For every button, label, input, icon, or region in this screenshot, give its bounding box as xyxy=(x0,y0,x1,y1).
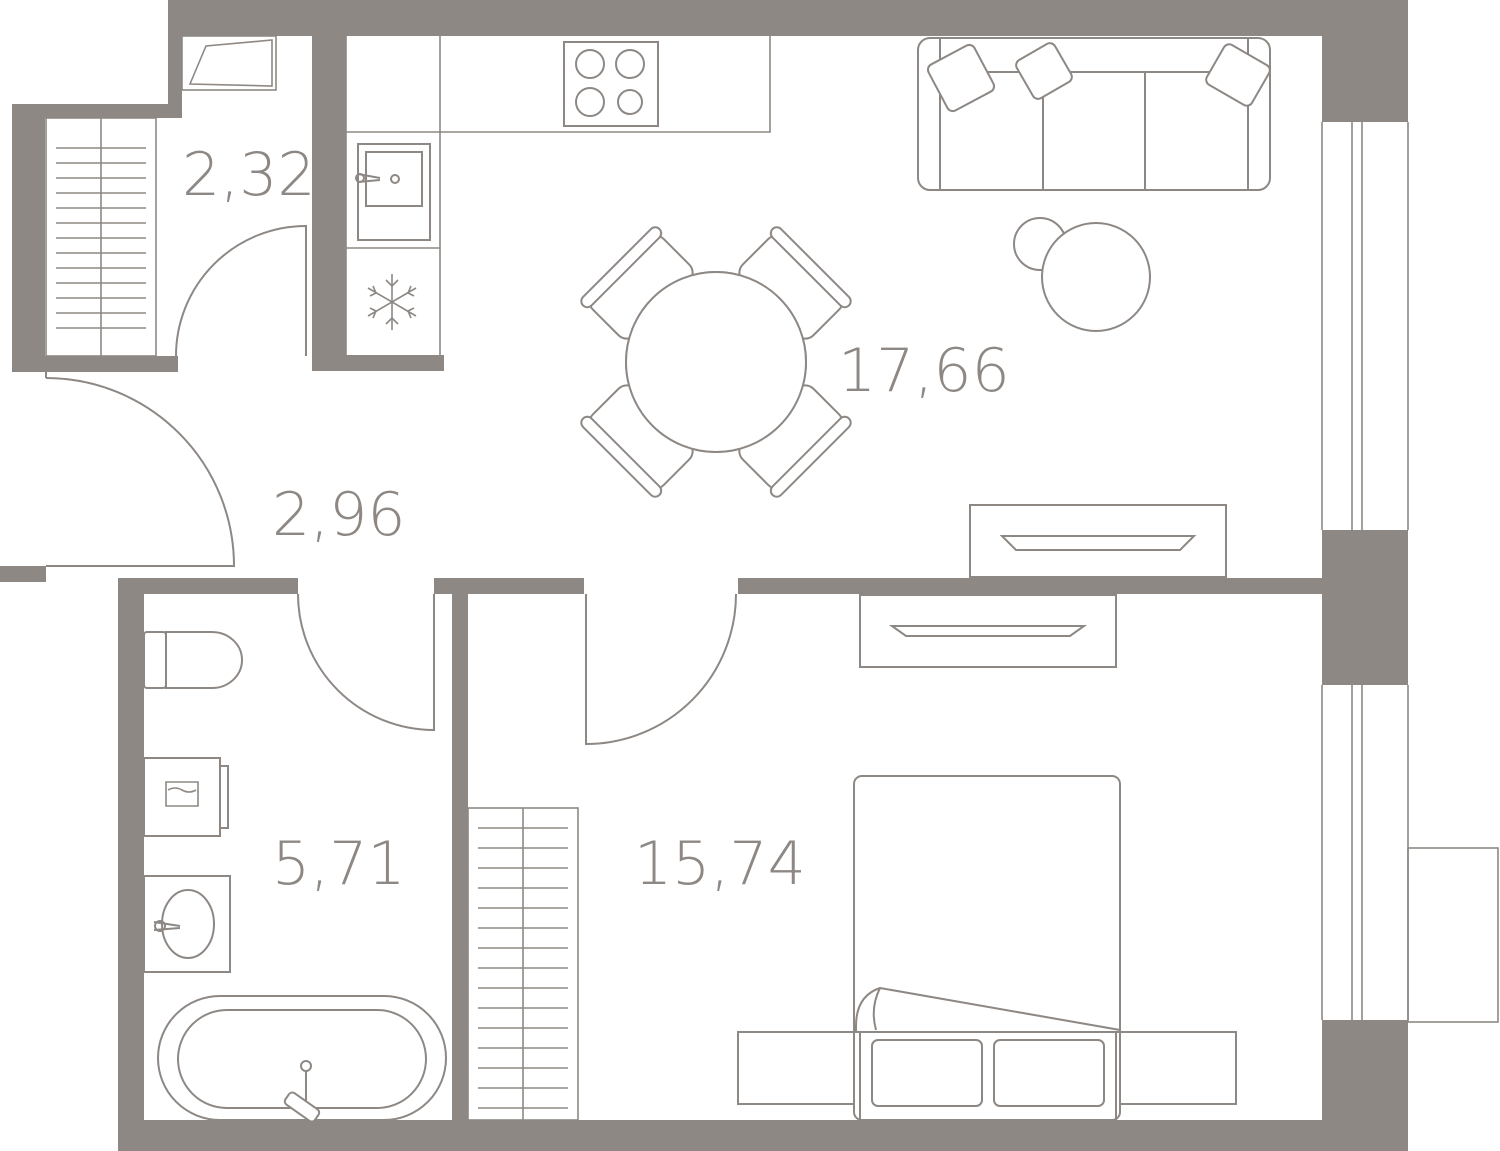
storage-room xyxy=(45,35,307,357)
area-label-hallway: 2,96 xyxy=(272,480,406,550)
boiler-icon xyxy=(181,35,277,91)
bed-icon xyxy=(737,775,1237,1121)
area-label-storage: 2,32 xyxy=(182,140,316,210)
walls xyxy=(0,0,1408,1151)
windows xyxy=(1321,122,1499,1023)
hallway xyxy=(45,372,236,567)
coffee-table-icon xyxy=(1013,217,1151,332)
tv-cabinet-icon xyxy=(859,594,1117,668)
wardrobe-icon xyxy=(467,807,579,1121)
shelf-lines xyxy=(56,147,146,329)
stove-icon xyxy=(563,41,659,127)
area-label-bedroom: 15,74 xyxy=(634,829,806,899)
area-label-kitchen-living: 17,66 xyxy=(838,336,1010,406)
kitchen-living-room xyxy=(345,36,1271,578)
bathtub-icon xyxy=(157,995,447,1123)
sink-icon xyxy=(355,143,431,241)
toilet-icon xyxy=(143,631,243,689)
sofa-icon xyxy=(917,37,1271,191)
tv-cabinet-icon xyxy=(969,504,1227,578)
bathroom xyxy=(143,593,447,1123)
area-label-bathroom: 5,71 xyxy=(272,829,406,899)
dining-table-icon xyxy=(580,226,852,498)
washbasin-icon xyxy=(143,875,231,973)
bedroom xyxy=(467,593,1237,1121)
fridge-snowflake-icon xyxy=(367,274,417,330)
washing-machine-icon xyxy=(143,757,229,837)
area-labels: 2,32 2,96 17,66 5,71 15,74 xyxy=(182,140,1010,899)
